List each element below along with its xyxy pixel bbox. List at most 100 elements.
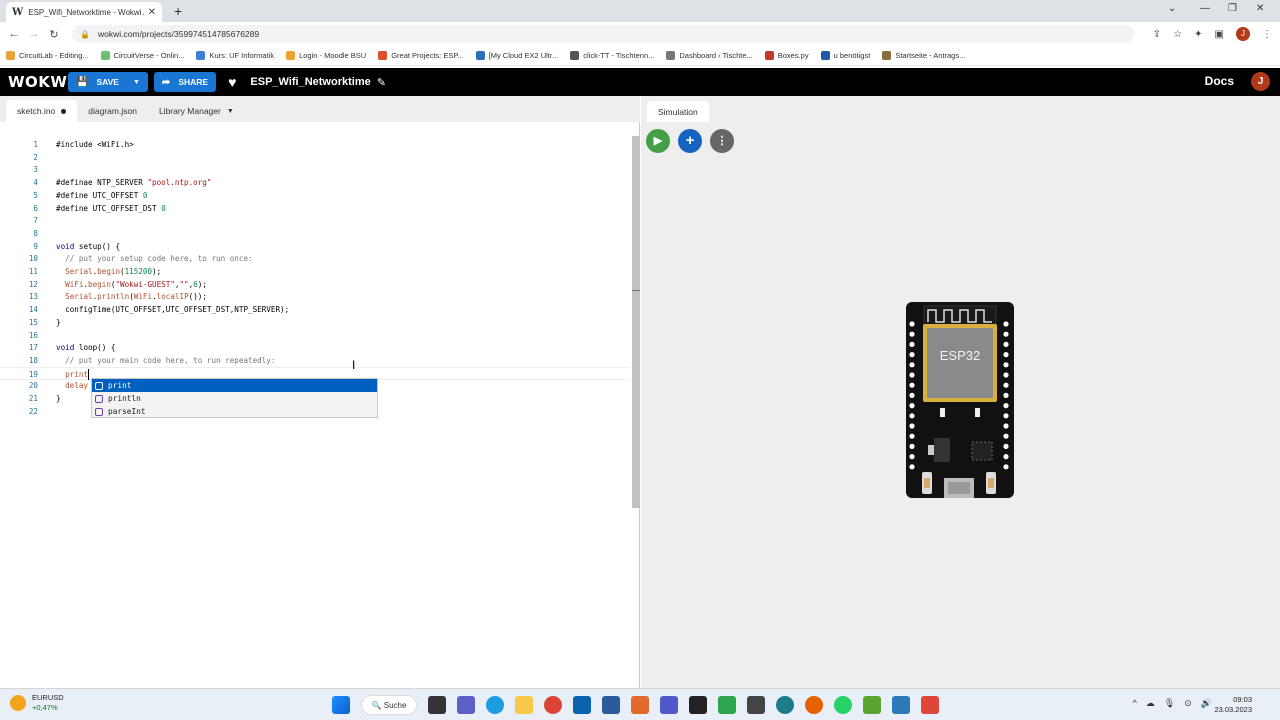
code-line[interactable]: 3 xyxy=(0,163,630,176)
pin[interactable] xyxy=(909,403,915,409)
extensions-icon[interactable]: ✦ xyxy=(1194,28,1203,40)
tab-search-icon[interactable]: ⌄ xyxy=(1168,3,1177,14)
inkscape-icon[interactable] xyxy=(689,696,707,714)
chevron-down-icon[interactable]: ▼ xyxy=(132,78,140,86)
suggestion-item[interactable]: print xyxy=(92,379,377,392)
pin[interactable] xyxy=(909,321,915,327)
sidepanel-icon[interactable]: ▣ xyxy=(1214,28,1224,40)
pin[interactable] xyxy=(1003,392,1009,398)
tab-sketch-ino[interactable]: sketch.ino xyxy=(6,100,78,122)
pin[interactable] xyxy=(1003,413,1009,419)
tab-dropdown-icon[interactable]: ▼ xyxy=(226,107,234,115)
chevron-up-icon[interactable]: ^ xyxy=(1132,698,1137,708)
pin[interactable] xyxy=(1003,433,1009,439)
clock[interactable]: 09:03 23.03.2023 xyxy=(1214,695,1252,714)
pin[interactable] xyxy=(1003,372,1009,378)
maximize-icon[interactable]: ❐ xyxy=(1228,3,1237,14)
docs-link[interactable]: Docs xyxy=(1204,74,1234,88)
heart-icon[interactable]: ♥ xyxy=(228,74,237,90)
pin[interactable] xyxy=(909,392,915,398)
microphone-icon[interactable]: 🎙 xyxy=(1163,698,1176,708)
pin[interactable] xyxy=(1003,362,1009,368)
code-line[interactable]: 18 // put your main code here, to run re… xyxy=(0,354,630,367)
edit-pencil-icon[interactable]: ✎ xyxy=(376,76,386,89)
bookmark-item[interactable]: Boxes.py xyxy=(764,51,809,60)
esp32-board[interactable]: ESP32 xyxy=(906,302,1014,498)
tab-library-manager[interactable]: Library Manager ▼ xyxy=(158,106,234,116)
close-window-icon[interactable]: ✕ xyxy=(1256,3,1265,14)
pin[interactable] xyxy=(909,372,915,378)
pin[interactable] xyxy=(909,341,915,347)
chat-icon[interactable] xyxy=(457,696,475,714)
code-line[interactable]: 4#definae NTP_SERVER "pool.ntp.org" xyxy=(0,176,630,189)
new-tab-icon[interactable]: + xyxy=(174,3,183,19)
share-button[interactable]: ➦ SHARE xyxy=(153,72,217,92)
minimize-icon[interactable]: — xyxy=(1200,3,1210,14)
code-line[interactable]: 12 WiFi.begin("Wokwi-GUEST","",6); xyxy=(0,278,630,291)
pin[interactable] xyxy=(1003,321,1009,327)
suggestion-item[interactable]: parseInt xyxy=(92,405,377,418)
code-line[interactable]: 7 xyxy=(0,214,630,227)
bookmark-item[interactable]: CircuitLab - Editing... xyxy=(6,51,89,60)
windows-start-icon[interactable] xyxy=(332,696,350,714)
pin[interactable] xyxy=(1003,352,1009,358)
edge-icon[interactable] xyxy=(486,696,504,714)
teams-icon[interactable] xyxy=(660,696,678,714)
camtasia-icon[interactable] xyxy=(718,696,736,714)
forward-icon[interactable]: → xyxy=(28,28,40,40)
code-line[interactable]: 15} xyxy=(0,316,630,329)
plus-icon[interactable]: + xyxy=(678,129,702,153)
wifi-icon[interactable]: ⊙ xyxy=(1184,698,1192,708)
pin[interactable] xyxy=(1003,423,1009,429)
pin[interactable] xyxy=(1003,443,1009,449)
user-avatar[interactable]: J xyxy=(1251,72,1270,91)
pin[interactable] xyxy=(1003,464,1009,470)
wokwi-logo[interactable]: WOKWi xyxy=(8,73,74,91)
code-line[interactable]: 5#define UTC_OFFSET 0 xyxy=(0,189,630,202)
pin[interactable] xyxy=(909,413,915,419)
app-green-icon[interactable] xyxy=(863,696,881,714)
outlook-icon[interactable] xyxy=(573,696,591,714)
pin[interactable] xyxy=(909,464,915,470)
code-line[interactable]: 2 xyxy=(0,151,630,164)
pin[interactable] xyxy=(1003,331,1009,337)
code-line[interactable]: 10 // put your setup code here, to run o… xyxy=(0,252,630,265)
profile-avatar[interactable]: J xyxy=(1236,27,1250,41)
code-line[interactable]: 11 Serial.begin(115200); xyxy=(0,265,630,278)
project-name[interactable]: ESP_Wifi_Networktime xyxy=(250,76,371,88)
explorer-icon[interactable] xyxy=(515,696,533,714)
bookmark-item[interactable]: Kurs: UF Informatik xyxy=(196,51,274,60)
ticker-widget[interactable]: EURUSD +0,47% xyxy=(10,693,64,713)
reload-icon[interactable]: ↻ xyxy=(49,28,59,41)
save-button[interactable]: 💾 SAVE ▼ xyxy=(68,72,148,92)
close-tab-icon[interactable]: ✕ xyxy=(147,6,156,18)
browser-tab[interactable]: W ESP_Wifi_Networktime - Wokwi A ✕ xyxy=(6,2,162,22)
bookmark-star-icon[interactable]: ☆ xyxy=(1173,28,1183,40)
task-view-icon[interactable] xyxy=(428,696,446,714)
pin[interactable] xyxy=(1003,341,1009,347)
pin[interactable] xyxy=(909,352,915,358)
app-teal-icon[interactable] xyxy=(776,696,794,714)
play-icon[interactable]: ▶ xyxy=(646,129,670,153)
bookmark-item[interactable]: Dashboard ‹ Tischte... xyxy=(666,51,753,60)
chrome-icon[interactable] xyxy=(544,696,562,714)
code-line[interactable]: 22 xyxy=(0,405,630,418)
pin[interactable] xyxy=(909,454,915,460)
tool-icon[interactable] xyxy=(747,696,765,714)
app-red-icon[interactable] xyxy=(921,696,939,714)
code-line[interactable]: 21} xyxy=(0,392,630,405)
pin[interactable] xyxy=(909,331,915,337)
pin[interactable] xyxy=(1003,382,1009,388)
pin[interactable] xyxy=(1003,454,1009,460)
cloud-icon[interactable]: ☁ xyxy=(1145,698,1155,708)
bookmark-item[interactable]: [My Cloud EX2 Ultr... xyxy=(475,51,558,60)
bookmark-item[interactable]: click-TT - Tischtenn... xyxy=(570,51,654,60)
share-page-icon[interactable]: ⇪ xyxy=(1152,28,1162,40)
back-icon[interactable]: ← xyxy=(8,28,20,40)
taskbar-search[interactable]: 🔍 Suche xyxy=(361,695,417,715)
code-line[interactable]: 14 configTime(UTC_OFFSET,UTC_OFFSET_DST,… xyxy=(0,303,630,316)
bookmark-item[interactable]: Startseite - Antrags... xyxy=(882,51,965,60)
